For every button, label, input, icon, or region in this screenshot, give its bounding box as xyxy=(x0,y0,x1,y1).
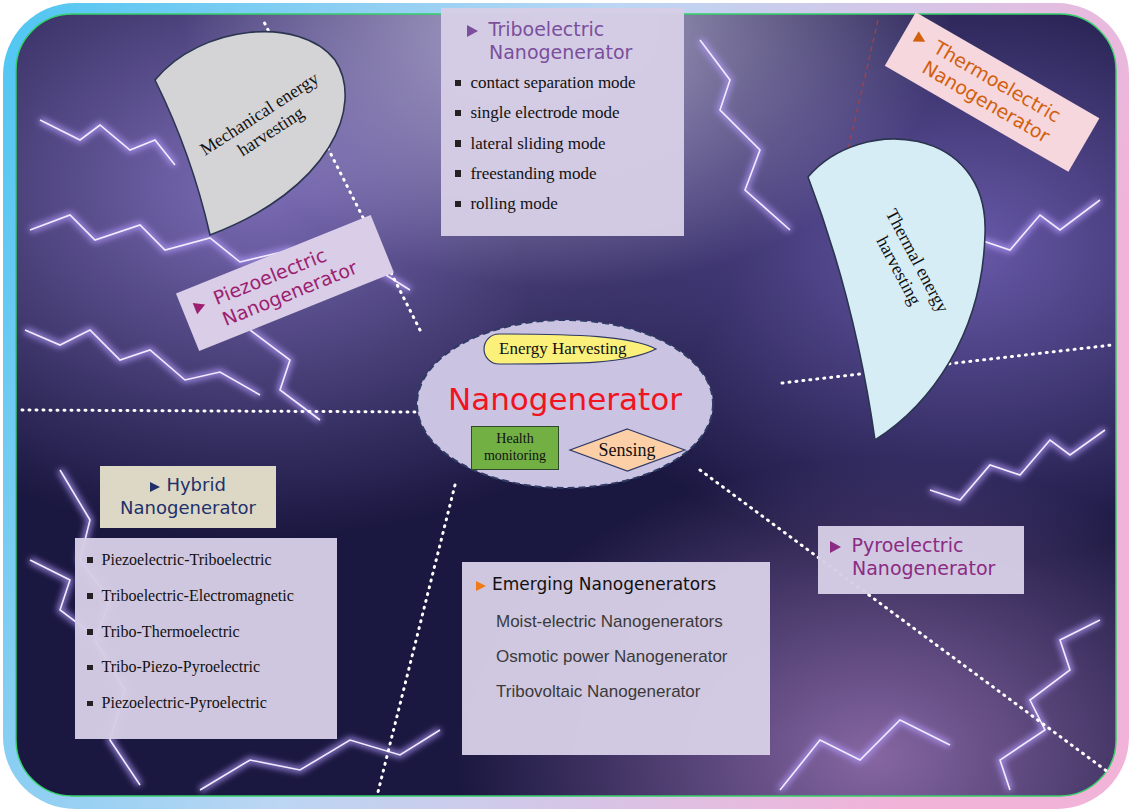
label-text: single electrode mode xyxy=(470,103,619,122)
label-text: freestanding mode xyxy=(470,164,596,183)
hybrid-item: Piezoelectric-Pyroelectric xyxy=(87,693,327,714)
arrow-bullet xyxy=(830,541,841,553)
mode-item: freestanding mode xyxy=(455,163,672,185)
label-text: Triboelectric-Electromagnetic xyxy=(102,587,294,604)
square-bullet xyxy=(455,170,461,176)
label-text: Sensing xyxy=(598,440,655,460)
arrow-bullet xyxy=(150,482,160,492)
square-bullet xyxy=(455,201,461,207)
sector-divider xyxy=(22,18,1112,792)
label-text: Hybrid Nanogenerator xyxy=(120,474,256,518)
label-text: Nanogenerator xyxy=(448,381,682,417)
diamond-label: Sensing xyxy=(598,441,655,460)
label-text: Tribovoltaic Nanogenerator xyxy=(496,682,700,701)
mode-item: contact separation mode xyxy=(455,72,672,94)
crescent-outline xyxy=(155,32,345,235)
arrow-bullet xyxy=(913,31,929,47)
emerging-item: Tribovoltaic Nanogenerator xyxy=(496,681,758,703)
arrow-bullet xyxy=(476,581,486,591)
label-text: Triboelectric Nanogenerator xyxy=(489,18,633,63)
box-heading: Pyroelectric Nanogenerator xyxy=(830,534,1014,580)
leaf-outline xyxy=(484,334,656,364)
hybrid-item: Tribo-Piezo-Pyroelectric xyxy=(87,657,327,678)
square-bullet xyxy=(87,665,93,671)
box-label: Health monitoring xyxy=(475,431,555,465)
mode-item: single electrode mode xyxy=(455,102,672,124)
center-ellipse: Nanogenerator Energy HarvestingHealth mon… xyxy=(415,318,715,490)
hybrid-item: Triboelectric-Electromagnetic xyxy=(87,586,327,607)
mechanical-crescent: Mechanical energy harvesting xyxy=(150,20,355,242)
square-bullet xyxy=(87,701,93,707)
label-text: rolling mode xyxy=(470,194,557,213)
square-bullet xyxy=(455,110,461,116)
label-text: Osmotic power Nanogenerator xyxy=(496,647,728,666)
hybrid-list-box: Piezoelectric-TriboelectricTriboelectric… xyxy=(75,538,337,739)
label-text: Tribo-Piezo-Pyroelectric xyxy=(102,658,260,675)
label-text: Moist-electric Nanogenerators xyxy=(496,612,723,631)
box-heading: Hybrid Nanogenerator xyxy=(108,474,268,519)
pyroelectric-box: Pyroelectric Nanogenerator xyxy=(818,526,1024,594)
thermal-crescent: Thermal energy harvesting xyxy=(800,115,1000,445)
label-text: Piezoelectric-Triboelectric xyxy=(102,551,272,568)
label-text: lateral sliding mode xyxy=(470,134,605,153)
energy-leaf: Energy Harvesting xyxy=(483,333,657,365)
mode-item: rolling mode xyxy=(455,193,672,215)
mode-item: lateral sliding mode xyxy=(455,133,672,155)
crescent-outline xyxy=(808,139,985,440)
center-title: Nanogenerator xyxy=(448,382,682,418)
arrow-bullet xyxy=(467,25,478,37)
sensing-diamond: Sensing xyxy=(569,428,686,472)
health-box: Health monitoring xyxy=(471,426,559,470)
hybrid-heading-box: Hybrid Nanogenerator xyxy=(100,466,276,528)
square-bullet xyxy=(455,140,461,146)
label-text: Pyroelectric Nanogenerator xyxy=(852,534,996,579)
emerging-item: Moist-electric Nanogenerators xyxy=(496,611,758,633)
label-text: Health monitoring xyxy=(484,431,546,463)
label-text: contact separation mode xyxy=(470,73,635,92)
hybrid-item: Tribo-Thermoelectric xyxy=(87,622,327,643)
label-text: Piezoelectric-Pyroelectric xyxy=(102,694,267,711)
leaf-label: Energy Harvesting xyxy=(499,339,627,359)
triboelectric-box: Triboelectric Nanogenerator contact separ… xyxy=(441,8,684,236)
square-bullet xyxy=(87,593,93,599)
box-heading: Emerging Nanogenerators xyxy=(476,574,758,595)
ellipse-outline xyxy=(417,320,713,488)
label-text: Tribo-Thermoelectric xyxy=(102,623,240,640)
label-text: Emerging Nanogenerators xyxy=(492,574,716,594)
square-bullet xyxy=(455,80,461,86)
square-bullet xyxy=(87,629,93,635)
arrow-bullet xyxy=(193,299,208,314)
box-heading: Triboelectric Nanogenerator xyxy=(467,18,672,64)
square-bullet xyxy=(87,557,93,563)
diamond-outline xyxy=(570,429,685,471)
emerging-item: Osmotic power Nanogenerator xyxy=(496,646,758,668)
frame-border xyxy=(3,3,1129,809)
hybrid-item: Piezoelectric-Triboelectric xyxy=(87,550,327,571)
label-text: Energy Harvesting xyxy=(499,339,627,358)
emerging-box: Emerging NanogeneratorsMoist-electric Na… xyxy=(462,562,770,755)
